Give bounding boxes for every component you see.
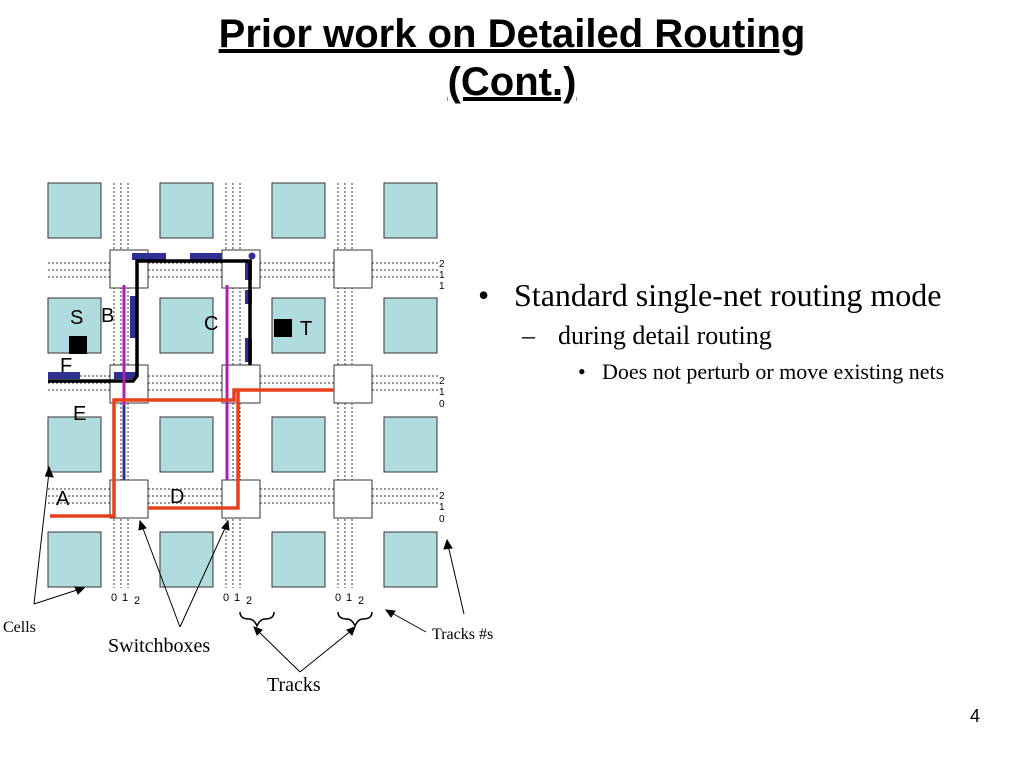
node-label-f: F xyxy=(60,355,72,377)
bullet-level-3: • Does not perturb or move existing nets xyxy=(478,358,992,386)
node-label-s: S xyxy=(70,307,83,329)
track-number: 1 xyxy=(439,502,445,513)
switchbox xyxy=(333,249,373,289)
cell xyxy=(47,531,102,588)
switchbox xyxy=(109,364,149,404)
switchboxes xyxy=(109,249,373,519)
title-line-1: Prior work on Detailed Routing xyxy=(218,12,806,56)
node-label-a: A xyxy=(56,488,70,510)
cell xyxy=(271,416,326,473)
annotation-tracks: Tracks xyxy=(267,674,321,696)
cell xyxy=(47,182,102,239)
brace xyxy=(337,611,373,628)
bullet-list: • Standard single-net routing mode – dur… xyxy=(478,276,1018,386)
track-number: 2 xyxy=(439,376,445,387)
blue-segment xyxy=(132,253,166,260)
track-number: 0 xyxy=(223,592,229,604)
blue-segment xyxy=(48,372,80,379)
track-number: 2 xyxy=(134,595,140,607)
track-number: 2 xyxy=(439,491,445,502)
cells xyxy=(47,182,438,588)
cell xyxy=(383,182,438,239)
cell xyxy=(383,416,438,473)
cell xyxy=(383,297,438,354)
bullet-text: Standard single-net routing mode xyxy=(514,277,942,313)
bullet-marker: – xyxy=(522,321,535,350)
cell xyxy=(159,531,214,588)
slide-title: Prior work on Detailed Routing (Cont.) xyxy=(0,10,1024,106)
annotation-tracks-numbers: Tracks #s xyxy=(432,626,493,643)
annotation-arrows xyxy=(33,465,465,673)
cell xyxy=(159,416,214,473)
track-number: 0 xyxy=(439,514,445,525)
cell xyxy=(271,297,326,354)
switchbox xyxy=(109,479,149,519)
annotation-cells: Cells xyxy=(3,619,36,636)
track-number: 1 xyxy=(439,270,445,281)
terminal-t xyxy=(274,319,292,337)
bullet-level-2: – during detail routing xyxy=(478,320,1018,352)
track-number: 1 xyxy=(439,387,445,398)
terminal-s xyxy=(69,336,87,354)
cell xyxy=(271,531,326,588)
title-line-2: (Cont.) xyxy=(447,60,577,104)
blue-segment xyxy=(190,253,222,260)
node-label-d: D xyxy=(170,486,184,508)
track-number: 0 xyxy=(111,592,117,604)
bullet-text: Does not perturb or move existing nets xyxy=(602,359,945,384)
brace xyxy=(239,611,275,628)
vertical-tracks xyxy=(113,183,353,588)
cell xyxy=(159,182,214,239)
page-number: 4 xyxy=(969,706,980,726)
switchbox xyxy=(221,479,261,519)
annotation-switchboxes: Switchboxes xyxy=(108,635,210,657)
blue-segment xyxy=(130,296,137,338)
cell xyxy=(383,531,438,588)
track-number: 2 xyxy=(246,595,252,607)
node-label-t: T xyxy=(300,318,312,340)
bullet-text: during detail routing xyxy=(558,321,772,350)
track-number: 1 xyxy=(346,592,352,604)
existing-net-black xyxy=(48,259,252,383)
switchbox xyxy=(333,479,373,519)
node-label-c: C xyxy=(204,313,218,335)
track-number: 1 xyxy=(122,592,128,604)
track-number: 1 xyxy=(439,281,445,292)
track-braces xyxy=(239,611,373,628)
track-number: 2 xyxy=(358,595,364,607)
blue-via xyxy=(248,252,256,260)
node-label-b: B xyxy=(101,305,114,327)
bullet-marker: • xyxy=(478,277,490,313)
cell xyxy=(47,416,102,473)
cell xyxy=(159,297,214,354)
route-orange-branch xyxy=(148,390,240,510)
track-number: 0 xyxy=(335,592,341,604)
bullet-level-1: • Standard single-net routing mode xyxy=(478,276,1018,314)
track-number: 1 xyxy=(234,592,240,604)
track-number: 2 xyxy=(439,259,445,270)
bullet-marker: • xyxy=(578,359,586,384)
route-orange-main xyxy=(50,388,334,518)
track-number: 0 xyxy=(439,399,445,410)
switchbox xyxy=(333,364,373,404)
cell xyxy=(271,182,326,239)
node-label-e: E xyxy=(73,403,86,425)
